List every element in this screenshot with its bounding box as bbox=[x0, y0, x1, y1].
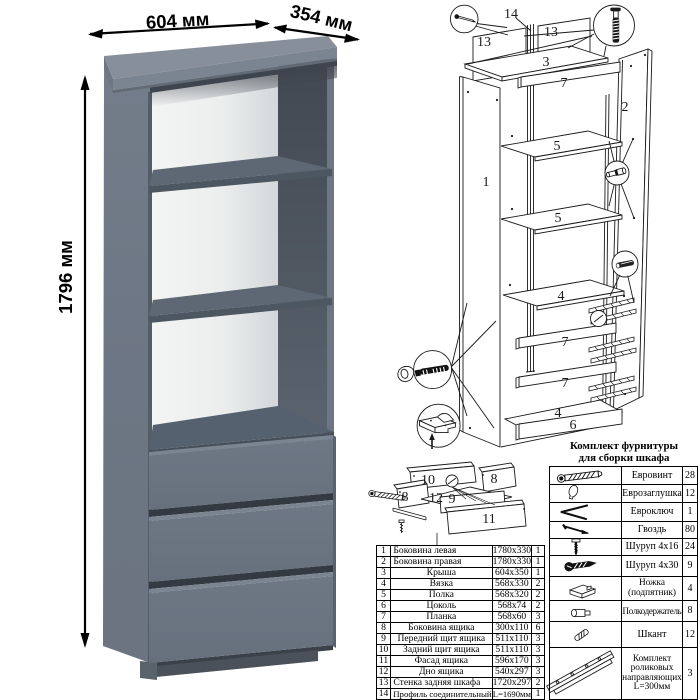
svg-text:11: 11 bbox=[482, 512, 495, 527]
svg-text:7: 7 bbox=[562, 376, 569, 391]
svg-text:8: 8 bbox=[402, 490, 409, 505]
svg-text:4: 4 bbox=[558, 289, 565, 304]
svg-text:5: 5 bbox=[554, 139, 561, 154]
svg-text:9: 9 bbox=[449, 492, 456, 507]
svg-text:13: 13 bbox=[477, 35, 491, 50]
svg-text:13: 13 bbox=[544, 25, 558, 40]
svg-text:10: 10 bbox=[421, 473, 435, 488]
svg-text:6: 6 bbox=[570, 418, 577, 433]
svg-text:1: 1 bbox=[483, 175, 490, 190]
svg-text:12: 12 bbox=[429, 491, 443, 506]
svg-text:604 мм: 604 мм bbox=[145, 8, 210, 33]
svg-text:5: 5 bbox=[555, 211, 562, 226]
svg-text:14: 14 bbox=[504, 7, 518, 22]
svg-text:2: 2 bbox=[622, 100, 629, 115]
svg-text:8: 8 bbox=[491, 472, 498, 487]
svg-text:1796 мм: 1796 мм bbox=[55, 240, 76, 314]
svg-text:3: 3 bbox=[543, 55, 550, 70]
svg-text:4: 4 bbox=[555, 406, 562, 421]
svg-text:7: 7 bbox=[561, 76, 568, 91]
svg-text:7: 7 bbox=[562, 335, 569, 350]
